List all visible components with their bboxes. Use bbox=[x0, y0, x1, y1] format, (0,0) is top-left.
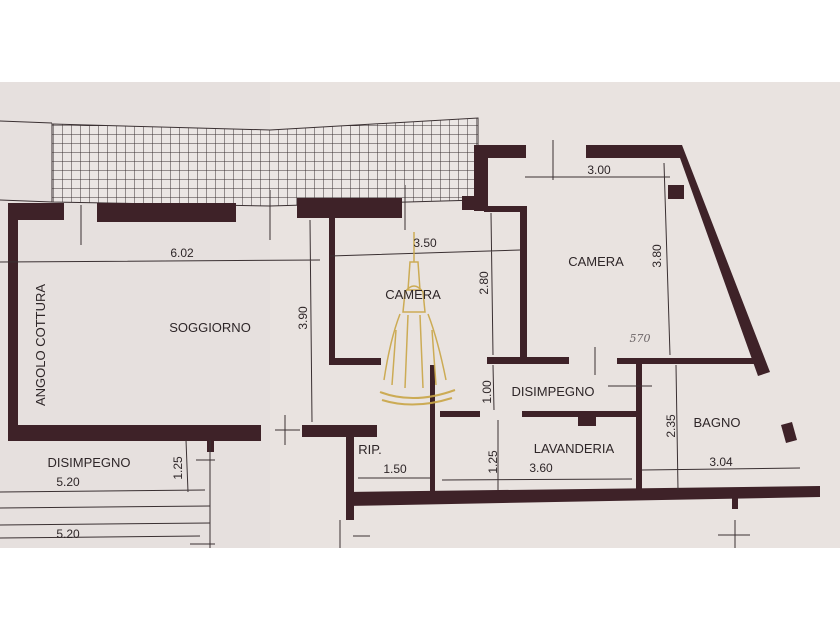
dim-lavanderia-depth: 1.25 bbox=[486, 450, 500, 474]
room-label-lavanderia: LAVANDERIA bbox=[534, 441, 615, 456]
dim-bagno-width: 3.04 bbox=[709, 455, 733, 469]
room-label-camera-2: CAMERA bbox=[568, 254, 624, 269]
dim-camera1-width: 3.50 bbox=[413, 236, 437, 250]
handwritten-note: 570 bbox=[630, 332, 651, 345]
dimension-lines bbox=[0, 140, 801, 548]
watermark-logo bbox=[379, 232, 456, 406]
dim-corridor-width-1: 5.20 bbox=[56, 475, 80, 489]
dim-disimpegno-left-depth: 1.25 bbox=[171, 456, 185, 480]
balcony-edge bbox=[0, 120, 53, 203]
room-label-angolo-cottura: ANGOLO COTTURA bbox=[33, 284, 48, 406]
dim-corridor-width-2: 5.20 bbox=[56, 527, 80, 541]
dim-camera2-depth: 3.80 bbox=[650, 244, 664, 268]
dim-bagno-depth: 2.35 bbox=[664, 414, 678, 438]
dim-soggiorno-depth: 3.90 bbox=[296, 306, 310, 330]
room-label-rip: RIP. bbox=[358, 442, 382, 457]
dim-camera1-depth: 2.80 bbox=[477, 271, 491, 295]
dim-soggiorno-width: 6.02 bbox=[170, 246, 194, 260]
dim-rip-width: 1.50 bbox=[383, 462, 407, 476]
dim-disimpegno-depth: 1.00 bbox=[480, 380, 494, 404]
dim-lavanderia-width: 3.60 bbox=[529, 461, 553, 475]
room-label-bagno: BAGNO bbox=[694, 415, 741, 430]
balcony-tiles bbox=[51, 117, 479, 207]
dim-camera2-width: 3.00 bbox=[587, 163, 611, 177]
room-label-camera-1: CAMERA bbox=[385, 287, 441, 302]
room-label-disimpegno: DISIMPEGNO bbox=[511, 384, 594, 399]
room-label-soggiorno: SOGGIORNO bbox=[169, 320, 251, 335]
walls bbox=[8, 145, 820, 520]
room-label-disimpegno-left: DISIMPEGNO bbox=[47, 455, 130, 470]
